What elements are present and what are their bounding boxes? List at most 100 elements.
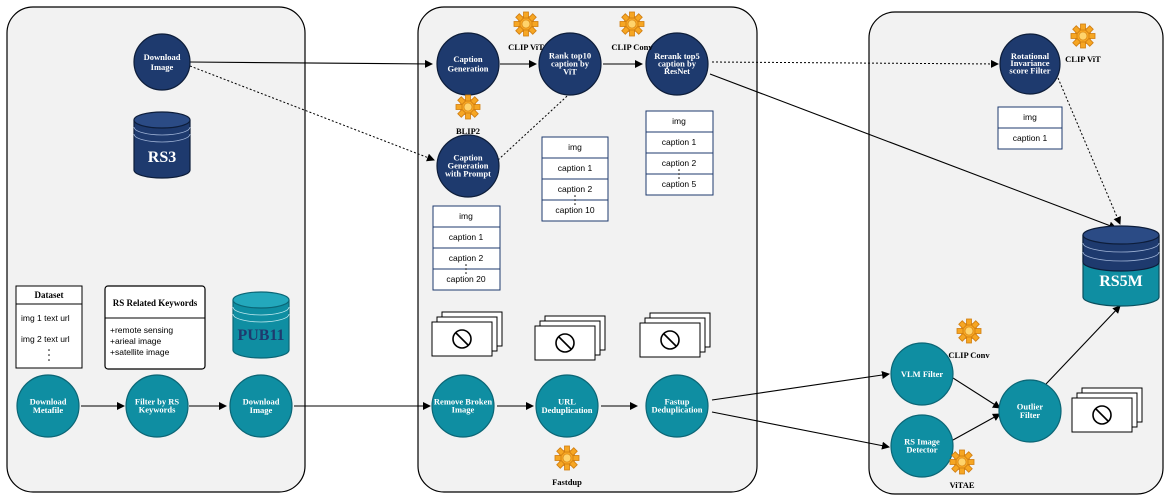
vitae-gear-icon [949, 449, 975, 475]
arrow-fastup-to-detector [711, 411, 890, 450]
arrow-fastup-to-vlm [711, 371, 890, 401]
keyword-item: +remote sensing [110, 325, 173, 335]
rs3-database: RS3 [133, 111, 191, 179]
clip-vit-filter-label: CLIP ViT [1065, 54, 1101, 64]
table-cell: caption 2 [662, 158, 697, 168]
table-cell: caption 1 [558, 163, 593, 173]
table-cell: caption 5 [662, 179, 697, 189]
arrow-rerank-to-rs5m [709, 73, 1117, 230]
table-cell: caption 1 [449, 232, 484, 242]
arrow-download-to-caption [189, 59, 433, 68]
clip-conv-gear-icon [619, 11, 645, 37]
table-cell: caption 1 [1013, 133, 1048, 143]
dataset-row: img 2 text url [21, 334, 70, 344]
arrow-detector-to-outlier [952, 413, 1001, 441]
fastdup-label: Fastdup [552, 477, 582, 487]
outlier-image-stack-icon [1071, 387, 1143, 433]
arrow-download-to-prompt [189, 65, 435, 162]
captions20-table: img caption 1 caption 2 caption 20 [432, 205, 501, 291]
dataset-row: img 1 text url [21, 313, 70, 323]
broken-image-stack-icon [431, 311, 503, 357]
vlm-filter-label: VLM Filter [901, 369, 943, 379]
table-cell: caption 10 [555, 205, 594, 215]
clip-conv-vlm-gear-icon [956, 318, 982, 344]
table-cell: img [568, 142, 582, 152]
clip-conv-label: CLIP Conv [611, 42, 653, 52]
clip-conv-vlm-label: CLIP Conv [948, 350, 990, 360]
fastup-image-stack-icon [639, 312, 711, 358]
arrow-rotational-to-rs5m [1057, 77, 1121, 225]
keyword-item: +satellite image [110, 347, 170, 357]
dataset-title: Dataset [35, 290, 64, 300]
pub11-database: PUB11 [232, 291, 290, 359]
table-cell: caption 2 [558, 184, 593, 194]
rs5m-database: RS5M [1082, 225, 1160, 307]
table-cell: img [672, 116, 686, 126]
table-cell: caption 2 [449, 253, 484, 263]
duplicate-image-stack-icon [534, 315, 606, 361]
rs3-label: RS3 [148, 149, 176, 166]
keywords-box: RS Related Keywords +remote sensing +ari… [104, 285, 206, 370]
blip2-gear-icon [455, 94, 481, 120]
arrow-vlm-to-outlier [952, 377, 1001, 409]
arrow-outlier-to-rs5m [1045, 305, 1121, 385]
keywords-title: RS Related Keywords [113, 298, 198, 308]
table-cell: caption 20 [446, 274, 485, 284]
clip-vit-label: CLIP ViT [508, 42, 544, 52]
vlm-filter-node: VLM Filter [890, 342, 954, 406]
blip2-label: BLIP2 [456, 126, 480, 136]
rs5m-label: RS5M [1099, 273, 1143, 290]
panel-source [6, 6, 306, 493]
captions10-table: img caption 1 caption 2 caption 10 [541, 136, 609, 222]
clip-vit-filter-gear-icon [1070, 23, 1096, 49]
captions1-table: img caption 1 [997, 106, 1063, 150]
clip-vit-gear-icon [513, 11, 539, 37]
dataset-box: Dataset img 1 text url img 2 text url [15, 285, 83, 369]
vitae-label: ViTAE [949, 480, 974, 490]
table-cell: caption 1 [662, 137, 697, 147]
svg-text:VLM Filter: VLM Filter [901, 369, 943, 379]
captions5-table: img caption 1 caption 2 caption 5 [645, 110, 714, 196]
